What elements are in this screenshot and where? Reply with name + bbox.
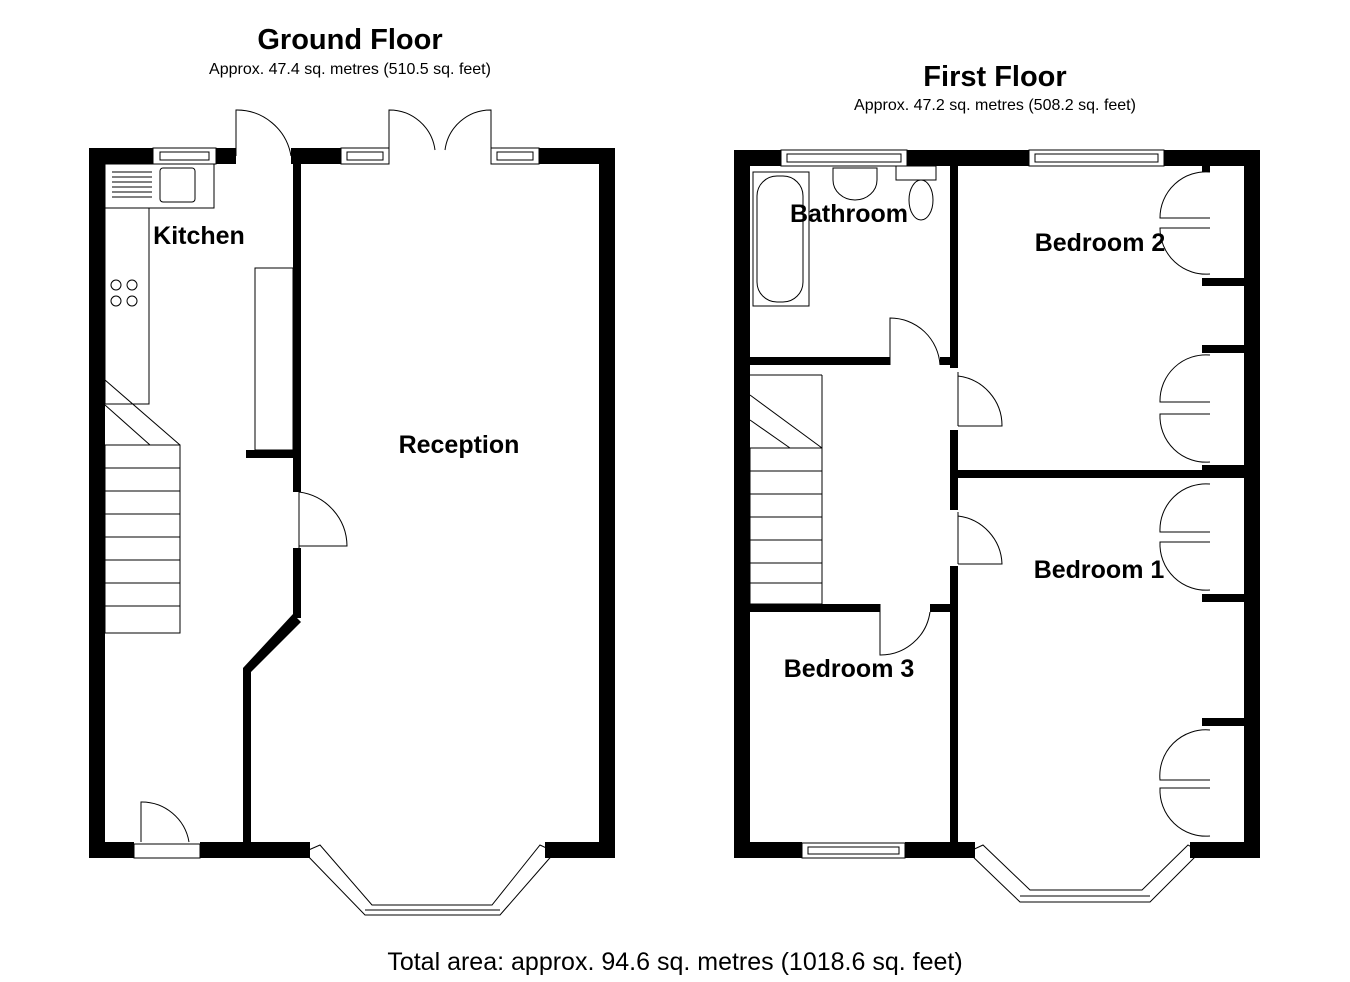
first-floor-title: First Floor bbox=[923, 61, 1067, 93]
room-label-bathroom: Bathroom bbox=[790, 200, 908, 228]
room-label-bedroom-1: Bedroom 1 bbox=[1034, 556, 1165, 584]
ground-floor-title: Ground Floor bbox=[257, 24, 443, 56]
room-label-bedroom-2: Bedroom 2 bbox=[1035, 229, 1166, 257]
room-label-kitchen: Kitchen bbox=[153, 222, 245, 250]
ground-floor-plan bbox=[89, 109, 615, 916]
first-floor-area: Approx. 47.2 sq. metres (508.2 sq. feet) bbox=[854, 97, 1136, 114]
total-area: Total area: approx. 94.6 sq. metres (101… bbox=[387, 948, 963, 976]
first-floor-plan bbox=[734, 149, 1260, 903]
room-label-reception: Reception bbox=[399, 431, 520, 459]
ground-floor-area: Approx. 47.4 sq. metres (510.5 sq. feet) bbox=[209, 61, 491, 78]
room-label-bedroom-3: Bedroom 3 bbox=[784, 655, 915, 683]
